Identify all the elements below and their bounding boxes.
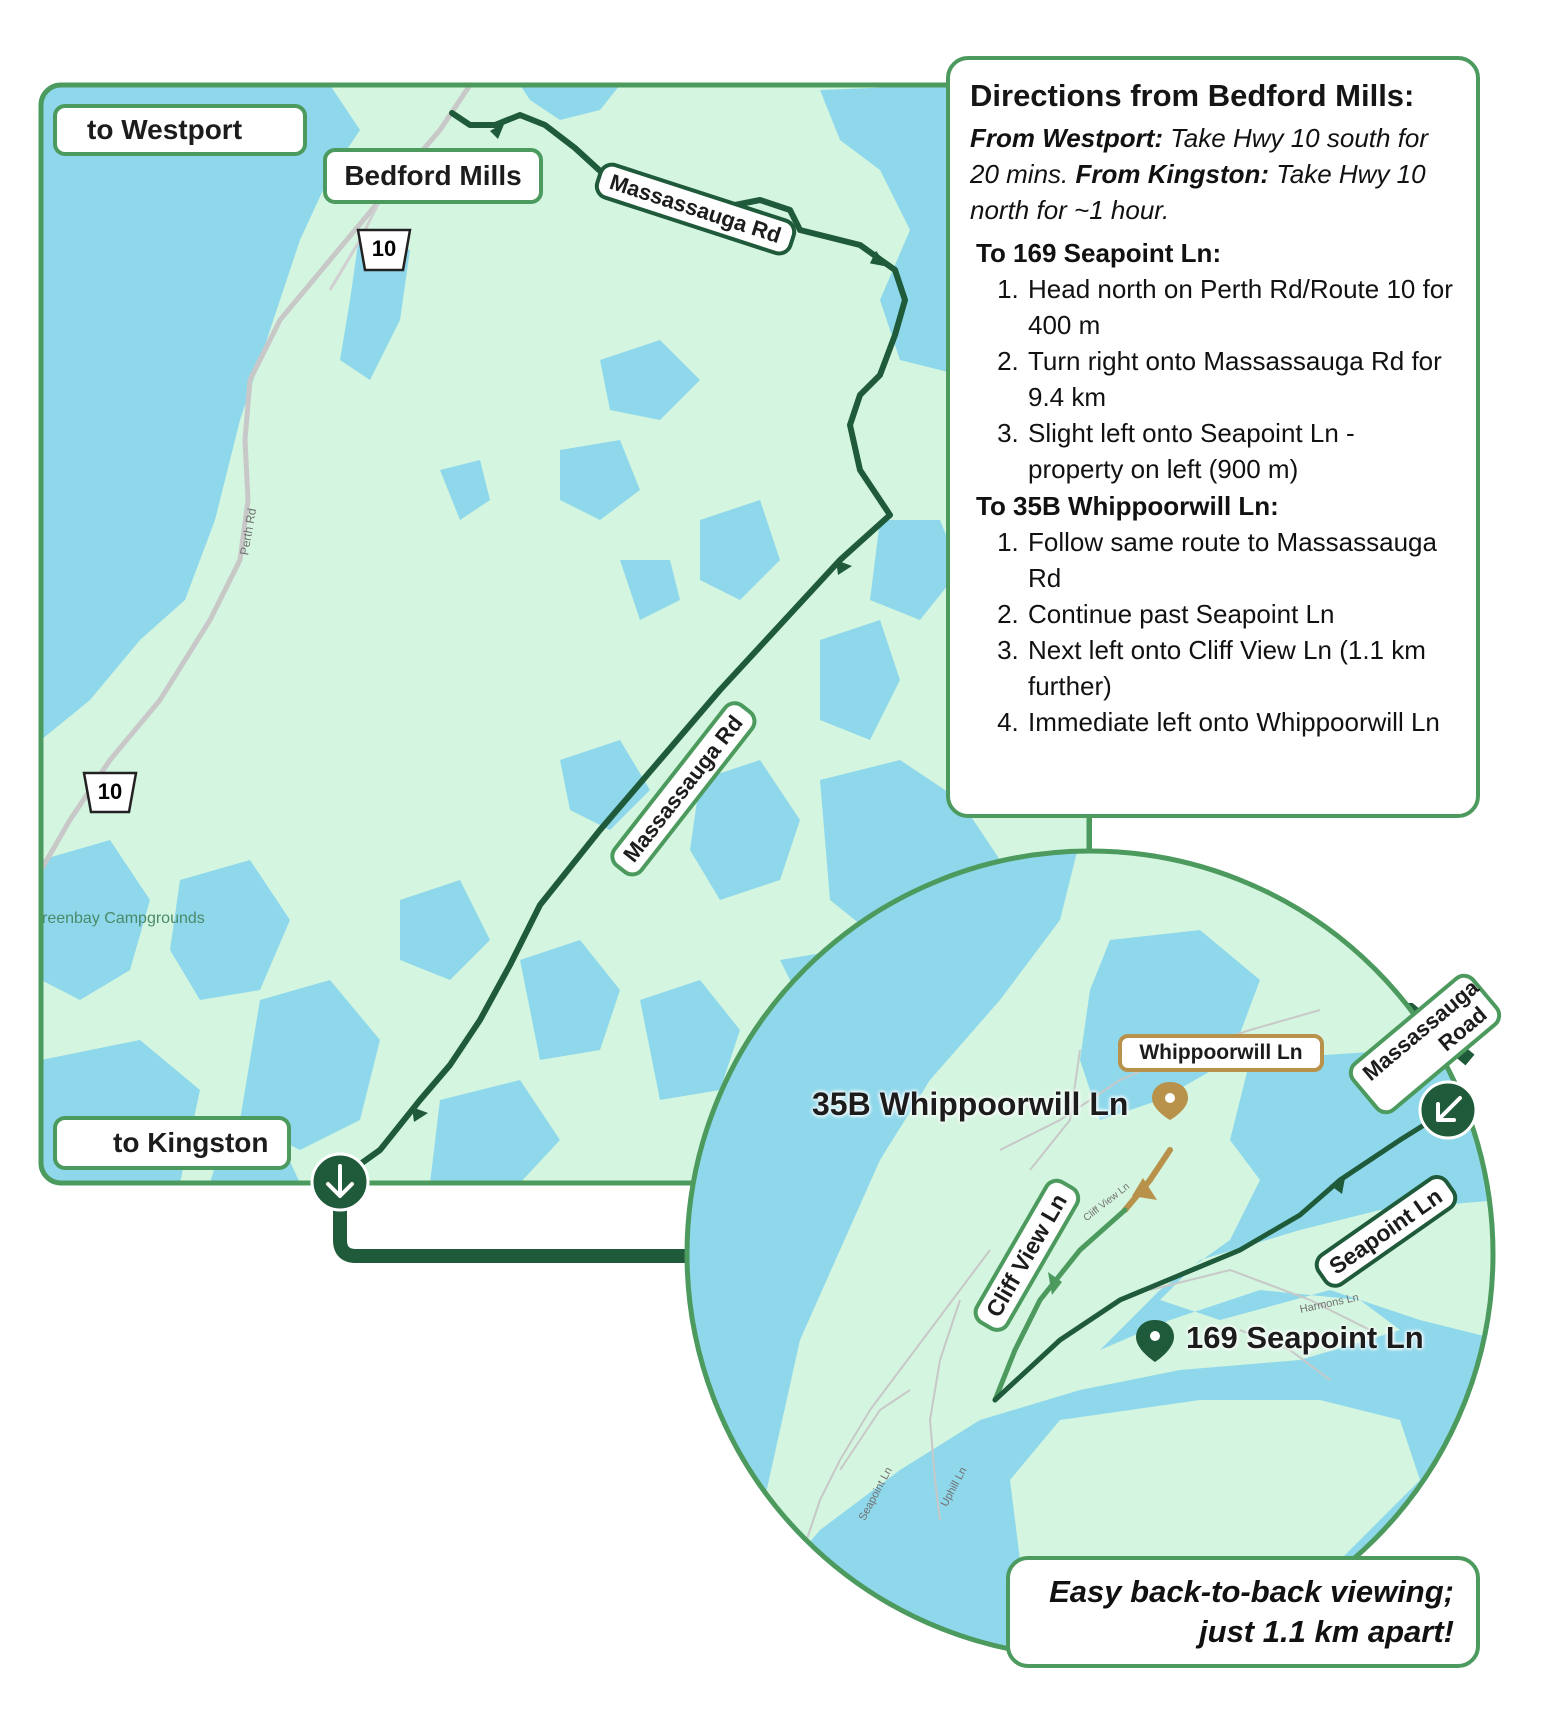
pin-35b-icon	[1152, 1082, 1188, 1120]
route-10-shield-top	[356, 228, 412, 272]
connector-path	[333, 1178, 707, 1263]
main-route	[342, 110, 908, 1178]
to-westport-label[interactable]: to Westport	[53, 104, 307, 156]
to-kingston-text: to Kingston	[113, 1127, 269, 1158]
whippoorwill-step: Continue past Seapoint Ln	[1026, 596, 1456, 632]
seapoint-steps: Head north on Perth Rd/Route 10 for 400 …	[970, 271, 1456, 487]
seapoint-step: Turn right onto Massassauga Rd for 9.4 k…	[1026, 343, 1456, 415]
from-westport-text: Take Hwy 10 south for 20 mins.	[970, 123, 1429, 189]
footer-line-2: just 1.1 km apart!	[1199, 1614, 1454, 1649]
seapoint-step: Slight left onto Seapoint Ln - property …	[1026, 415, 1456, 487]
campgrounds-label: reenbay Campgrounds	[42, 910, 205, 927]
route-10-bottom-text: 10	[97, 779, 123, 804]
whippoorwill-ln-text: Whippoorwill Ln	[1139, 1041, 1303, 1064]
perth-rd-line	[41, 85, 473, 872]
to-westport-text: to Westport	[87, 114, 243, 145]
whippoorwill-step: Follow same route to Massassauga Rd	[1026, 524, 1456, 596]
whippoorwill-heading: To 35B Whippoorwill Ln:	[976, 491, 1279, 521]
pin-169-label: 169 Seapoint Ln	[1186, 1320, 1424, 1355]
seapoint-step: Head north on Perth Rd/Route 10 for 400 …	[1026, 271, 1456, 343]
whippoorwill-steps: Follow same route to Massassauga Rd Cont…	[970, 524, 1456, 740]
from-kingston-text: Take Hwy 10 north for ~1 hour.	[970, 159, 1426, 225]
whippoorwill-ln-label: Whippoorwill Ln	[1118, 1034, 1324, 1072]
seapoint-heading: To 169 Seapoint Ln:	[976, 238, 1222, 268]
bedford-mills-label: Bedford Mills	[323, 148, 543, 204]
pin-35b-label: 35B Whippoorwill Ln	[812, 1086, 1129, 1122]
from-westport-label: From Westport:	[970, 123, 1164, 153]
route-arrows	[412, 122, 888, 1122]
inset-lakes	[687, 851, 1493, 1657]
route-10-top-text: 10	[371, 236, 397, 261]
pin-169-icon	[1136, 1320, 1174, 1362]
footer-callout: Easy back-to-back viewing; just 1.1 km a…	[1006, 1556, 1480, 1668]
bedford-mills-text: Bedford Mills	[344, 160, 522, 191]
directions-title: Directions from Bedford Mills:	[970, 78, 1415, 113]
route-10-shield-bottom	[82, 771, 138, 814]
footer-line-1: Easy back-to-back viewing;	[1049, 1574, 1454, 1609]
whippoorwill-step: Immediate left onto Whippoorwill Ln	[1026, 704, 1456, 740]
directions-panel: Directions from Bedford Mills: From West…	[946, 56, 1480, 818]
to-kingston-label[interactable]: to Kingston	[53, 1116, 291, 1170]
whippoorwill-step: Next left onto Cliff View Ln (1.1 km fur…	[1026, 632, 1456, 704]
seapoint-route	[992, 1107, 1451, 1403]
directions-intro: From Westport: Take Hwy 10 south for 20 …	[970, 120, 1456, 228]
cliff-view-route	[992, 1207, 1128, 1403]
whippoorwill-route	[1122, 1147, 1173, 1213]
from-kingston-label: From Kingston:	[1075, 159, 1270, 189]
